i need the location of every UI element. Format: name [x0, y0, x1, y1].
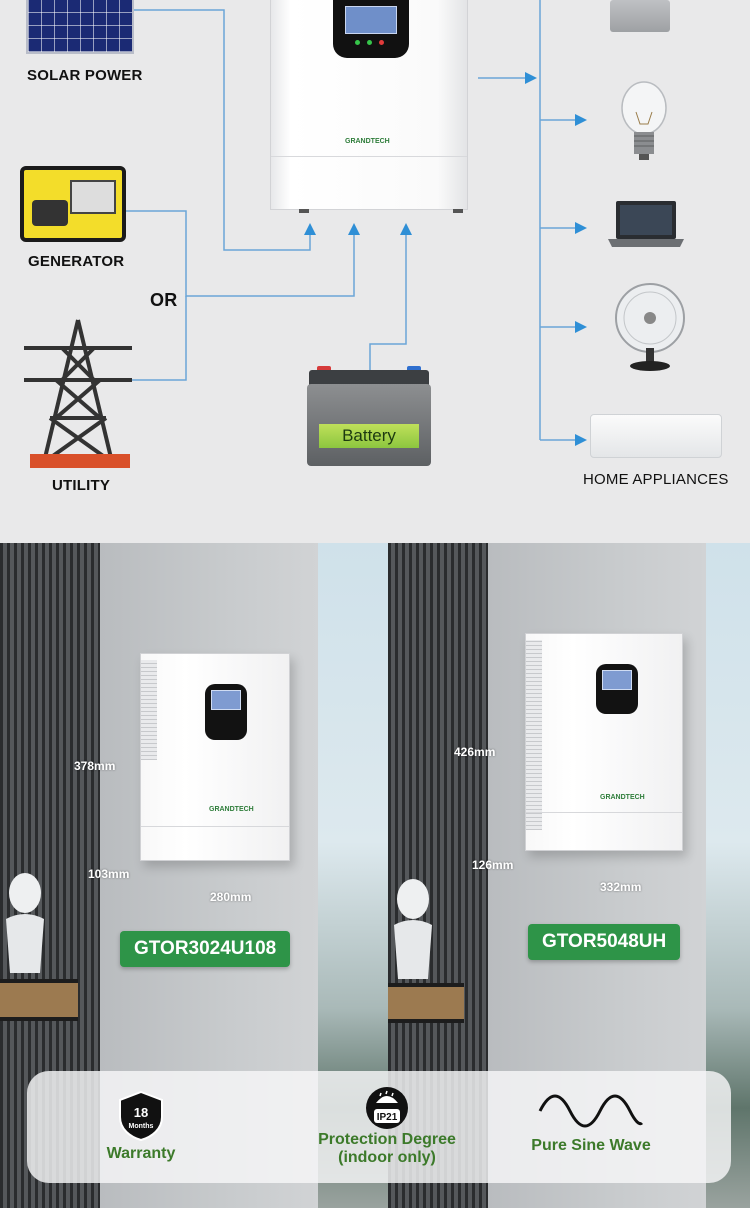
- utility-label: UTILITY: [52, 477, 111, 494]
- product-1-width: 280mm: [210, 890, 252, 904]
- connection-lines: [126, 0, 587, 446]
- sine-wave-icon: [538, 1094, 644, 1128]
- storage-unit-icon: [610, 0, 670, 32]
- air-conditioner-icon: [590, 414, 722, 458]
- light-bulb-icon: [621, 81, 667, 160]
- product-1-depth: 103mm: [88, 867, 130, 881]
- product-2-brand: GRANDTECH: [600, 794, 645, 801]
- ip-rating: IP21: [377, 1112, 398, 1123]
- inverter-image: GRANDTECH: [270, 0, 468, 213]
- inverter-brand: GRANDTECH: [345, 138, 390, 145]
- side-table-right: [388, 983, 464, 1023]
- protection-sublabel: (indoor only): [338, 1149, 436, 1166]
- fan-icon: [615, 283, 685, 371]
- home-appliances-label: HOME APPLIANCES: [583, 471, 729, 488]
- inverter-screen: [333, 0, 409, 58]
- product-2-height: 426mm: [454, 745, 496, 759]
- product-1-height: 378mm: [74, 759, 116, 773]
- product-showcase: GRANDTECH 378mm 103mm 280mm GTOR3024U108…: [0, 543, 750, 1208]
- laptop-icon: [608, 201, 684, 247]
- or-label: OR: [150, 290, 178, 310]
- battery-label: Battery: [319, 424, 419, 448]
- warranty-shield-icon: 18 Months: [119, 1090, 163, 1142]
- features-bar: 18 Months Warranty IP21 Protection Degre…: [27, 1071, 731, 1183]
- generator-image: [20, 166, 126, 242]
- feature-sine-wave: Pure Sine Wave: [525, 1093, 657, 1155]
- solar-power-label: SOLAR POWER: [27, 67, 143, 84]
- protection-label: Protection Degree: [318, 1131, 456, 1148]
- solar-panel-image: [26, 0, 134, 54]
- system-diagram: SOLAR POWER GRANDTECH GENERATOR OR: [0, 0, 750, 543]
- warranty-badge-unit: Months: [129, 1123, 154, 1130]
- product-2-depth: 126mm: [472, 858, 514, 872]
- statue-right: [394, 879, 432, 979]
- battery-image: Battery: [307, 366, 431, 466]
- utility-tower-icon: [24, 319, 132, 468]
- product-1-image: GRANDTECH: [140, 653, 290, 861]
- feature-warranty: 18 Months Warranty: [99, 1089, 183, 1163]
- feature-protection: IP21 Protection Degree (indoor only): [287, 1085, 487, 1167]
- side-table-left: [0, 979, 78, 1021]
- generator-label: GENERATOR: [28, 253, 125, 270]
- sine-wave-label: Pure Sine Wave: [531, 1137, 651, 1154]
- statue-left: [6, 873, 44, 973]
- ip21-rain-icon: IP21: [366, 1087, 408, 1129]
- warranty-badge-number: 18: [134, 1105, 148, 1120]
- product-2-width: 332mm: [600, 880, 642, 894]
- product-1-model-button[interactable]: GTOR3024U108: [120, 931, 291, 967]
- warranty-label: Warranty: [106, 1145, 176, 1162]
- product-1-brand: GRANDTECH: [209, 806, 254, 813]
- product-2-model-button[interactable]: GTOR5048UH: [528, 924, 681, 960]
- product-2-image: GRANDTECH: [525, 633, 683, 851]
